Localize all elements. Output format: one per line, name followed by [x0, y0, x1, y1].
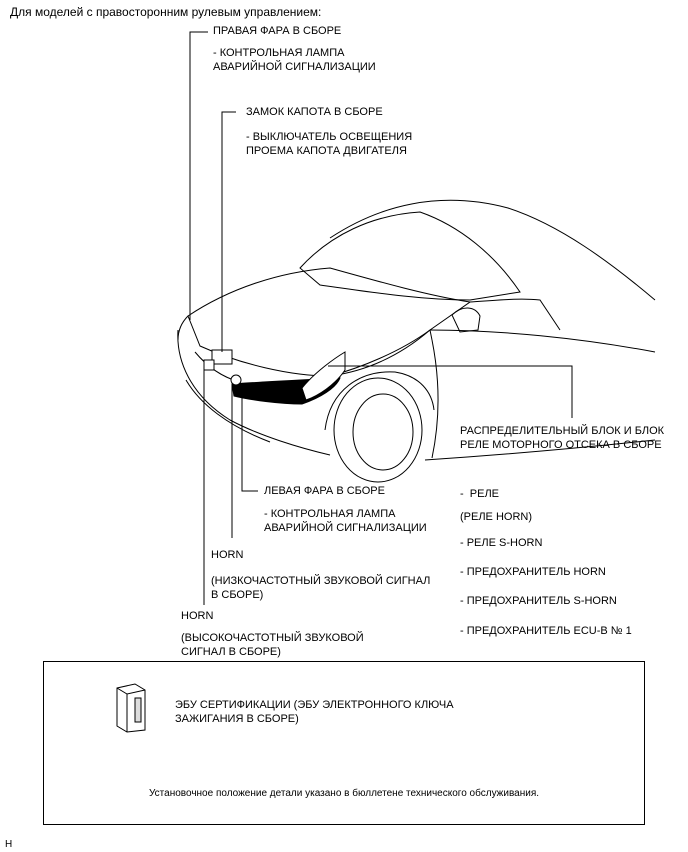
car-bumper [177, 329, 331, 456]
car-a-pillar [469, 298, 561, 331]
car-door-line [431, 339, 439, 459]
front-wheel-outer [333, 377, 423, 483]
leader-relay-block [328, 365, 573, 418]
leader-left-headlight [241, 392, 258, 492]
car-front-edge [177, 315, 189, 341]
horn-high-label: HORN [181, 610, 214, 622]
ecu-icon [116, 683, 146, 733]
relay-item: - РЕЛЕ S-HORN [460, 537, 543, 549]
car-mirror [451, 307, 481, 333]
relay-item: - ПРЕДОХРАНИТЕЛЬ HORN [460, 566, 606, 578]
corner-mark: H [5, 839, 13, 850]
right-headlight-label: ПРАВАЯ ФАРА В СБОРЕ [213, 25, 342, 37]
wheel-arch [324, 371, 435, 431]
front-wheel-inner [352, 393, 414, 471]
right-headlight-sublabel: - КОНТРОЛЬНАЯ ЛАМПА АВАРИЙНОЙ СИГНАЛИЗАЦ… [213, 47, 376, 73]
hood-lock-label: ЗАМОК КАПОТА В СБОРЕ [246, 106, 383, 118]
car-side-line [429, 329, 656, 353]
right-headlight-shape [301, 351, 346, 401]
car-bumper-lower [185, 379, 271, 443]
relay-block-label: РАСПРЕДЕЛИТЕЛЬНЫЙ БЛОК И БЛОК РЕЛЕ МОТОР… [460, 425, 665, 451]
car-hood [187, 267, 472, 377]
horn-part [203, 359, 215, 371]
relay-item: - ПРЕДОХРАНИТЕЛЬ ECU-B № 1 [460, 625, 632, 637]
horn-low-part [230, 374, 242, 386]
relay-item: - ПРЕДОХРАНИТЕЛЬ S-HORN [460, 595, 617, 607]
inset-box: ЭБУ СЕРТИФИКАЦИИ (ЭБУ ЭЛЕКТРОННОГО КЛЮЧА… [43, 661, 645, 825]
car-windshield [299, 211, 521, 301]
horn-low-sublabel: (НИЗКОЧАСТОТНЫЙ ЗВУКОВОЙ СИГНАЛ В СБОРЕ) [211, 575, 431, 601]
leader-hood-lock [221, 111, 236, 352]
car-side-lower [424, 439, 656, 461]
car-roof-line [329, 199, 656, 301]
left-headlight-label: ЛЕВАЯ ФАРА В СБОРЕ [264, 485, 385, 497]
relay-item: (РЕЛЕ HORN) [460, 511, 532, 523]
hood-lock-part [211, 349, 233, 365]
leader-right-headlight [189, 31, 208, 320]
hood-lock-sublabel: - ВЫКЛЮЧАТЕЛЬ ОСВЕЩЕНИЯ ПРОЕМА КАПОТА ДВ… [246, 131, 413, 157]
horn-low-label: HORN [211, 549, 244, 561]
page-heading: Для моделей с правосторонним рулевым упр… [10, 5, 322, 19]
installation-note: Установочное положение детали указано в … [148, 788, 540, 799]
left-headlight-sublabel: - КОНТРОЛЬНАЯ ЛАМПА АВАРИЙНОЙ СИГНАЛИЗАЦ… [264, 508, 427, 534]
horn-high-sublabel: (ВЫСОКОЧАСТОТНЫЙ ЗВУКОВОЙ СИГНАЛ В СБОРЕ… [181, 632, 364, 658]
relay-item: - РЕЛЕ [460, 488, 500, 500]
ecu-label: ЭБУ СЕРТИФИКАЦИИ (ЭБУ ЭЛЕКТРОННОГО КЛЮЧА… [175, 699, 454, 725]
